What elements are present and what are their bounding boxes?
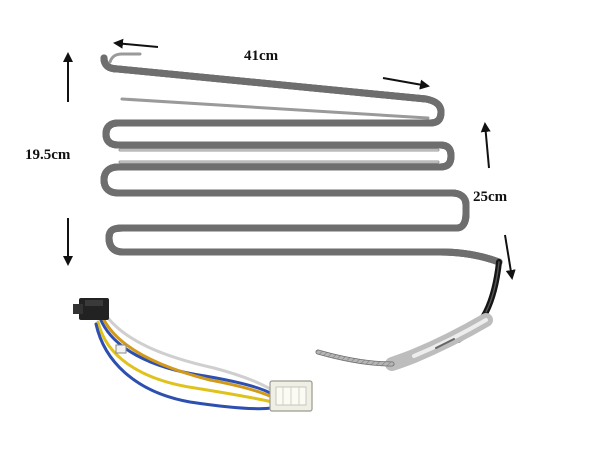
arrow-down-icon: [504, 234, 516, 280]
dimension-arrows: [63, 38, 516, 280]
width-dimension-label: 41cm: [244, 48, 279, 64]
heater-element: [100, 52, 503, 266]
heater-lead: [315, 259, 502, 371]
height-dimension-label: 19.5cm: [25, 147, 71, 163]
inline-connector: [73, 298, 109, 320]
wiring-harness: [94, 316, 276, 411]
arrow-left-icon: [113, 38, 159, 49]
terminal-plug: [269, 380, 313, 412]
drop-dimension-label: 25cm: [473, 189, 508, 205]
arrow-up-icon: [480, 122, 491, 169]
arrow-right-icon: [382, 77, 430, 90]
